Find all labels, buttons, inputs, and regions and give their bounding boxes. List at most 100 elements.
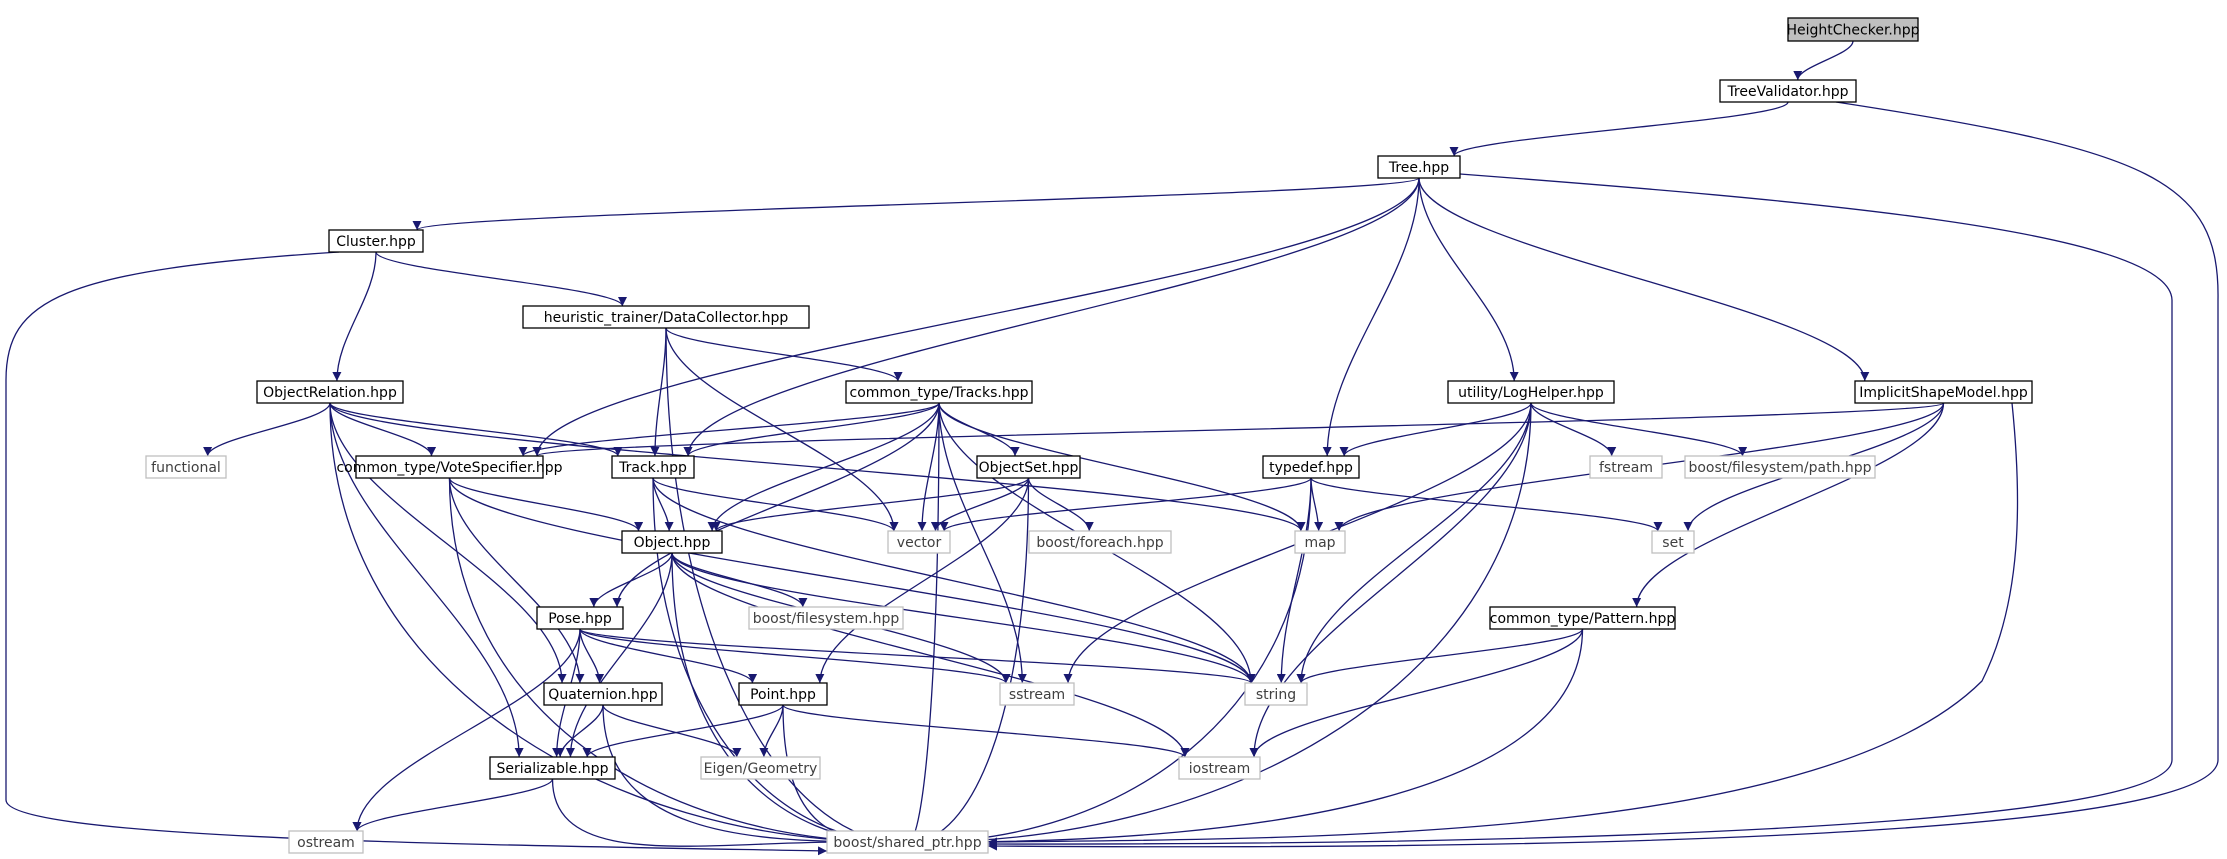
- edge-loghelper-to-boostpath: [1530, 402, 1748, 457]
- node-label-pose: Pose.hpp: [548, 611, 612, 627]
- node-label-loghelper: utility/LogHelper.hpp: [1458, 385, 1604, 401]
- node-serializable[interactable]: Serializable.hpp: [489, 756, 616, 780]
- node-sharedptr: boost/shared_ptr.hpp: [826, 830, 989, 854]
- node-box-typedef: [1262, 455, 1360, 479]
- node-votespecifier[interactable]: common_type/VoteSpecifier.hpp: [336, 455, 563, 479]
- node-label-fstream: fstream: [1599, 460, 1653, 476]
- node-typedef[interactable]: typedef.hpp: [1262, 455, 1360, 479]
- edge-point-to-iostream: [782, 704, 1190, 758]
- node-label-set: set: [1662, 535, 1684, 551]
- node-box-ostream: [288, 830, 364, 854]
- node-label-boostfs: boost/filesystem.hpp: [753, 611, 900, 627]
- node-point[interactable]: Point.hpp: [738, 682, 828, 706]
- node-label-tree: Tree.hpp: [1388, 160, 1449, 176]
- node-cluster[interactable]: Cluster.hpp: [328, 229, 424, 253]
- node-boostforeach: boost/foreach.hpp: [1028, 530, 1172, 554]
- node-box-boostpath: [1684, 455, 1876, 479]
- node-functional: functional: [145, 455, 227, 479]
- node-box-vector: [887, 530, 951, 554]
- node-label-tracks: common_type/Tracks.hpp: [850, 385, 1029, 401]
- node-objectset[interactable]: ObjectSet.hpp: [976, 455, 1081, 479]
- node-track[interactable]: Track.hpp: [611, 455, 695, 479]
- edge-loghelper-to-sharedptr: [923, 402, 1532, 847]
- edge-votespecifier-to-string: [448, 477, 1256, 684]
- node-box-pattern: [1489, 606, 1676, 630]
- edge-loghelper-to-iostream: [1249, 402, 1532, 758]
- edge-quaternion-to-serializable: [555, 704, 604, 758]
- edge-ism-to-sharedptr: [987, 402, 2019, 847]
- edge-tracks-to-vector: [917, 402, 940, 532]
- edge-tracks-to-votespecifier: [518, 402, 940, 457]
- edge-tracks-to-track: [683, 402, 940, 457]
- edge-datacollector-to-tracks: [665, 327, 903, 382]
- node-box-pose: [536, 606, 624, 630]
- node-pattern[interactable]: common_type/Pattern.hpp: [1489, 606, 1676, 630]
- node-box-datacollector: [522, 305, 810, 329]
- edge-track-to-vector: [652, 477, 899, 532]
- node-label-ostream: ostream: [297, 835, 355, 851]
- node-string: string: [1244, 682, 1308, 706]
- edge-serializable-to-ostream: [352, 778, 554, 832]
- node-label-typedef: typedef.hpp: [1269, 460, 1353, 476]
- edge-objectrelation-to-map: [329, 402, 1306, 532]
- edge-objectset-to-point: [815, 477, 1030, 684]
- node-boostfs: boost/filesystem.hpp: [748, 606, 904, 630]
- edge-typedef-to-set: [1310, 477, 1663, 532]
- node-label-objectrelation: ObjectRelation.hpp: [263, 385, 397, 401]
- node-set: set: [1651, 530, 1695, 554]
- edge-objectrelation-to-serializable: [329, 402, 524, 758]
- node-heightchecker[interactable]: HeightChecker.hpp: [1786, 17, 1920, 42]
- node-objectrelation[interactable]: ObjectRelation.hpp: [256, 380, 404, 404]
- node-sstream: sstream: [999, 682, 1075, 706]
- edge-heightchecker-to-treevalidator: [1793, 40, 1854, 81]
- node-label-point: Point.hpp: [750, 687, 816, 703]
- edge-point-to-serializable: [582, 704, 784, 758]
- node-object[interactable]: Object.hpp: [621, 530, 723, 554]
- node-fstream: fstream: [1589, 455, 1663, 479]
- node-tree[interactable]: Tree.hpp: [1377, 155, 1461, 179]
- node-box-sharedptr: [826, 830, 989, 854]
- edge-loghelper-to-fstream: [1530, 402, 1617, 457]
- node-label-string: string: [1256, 687, 1296, 703]
- edge-track-to-string: [652, 477, 1256, 684]
- edge-tree-to-typedef: [1322, 177, 1420, 457]
- edges-layer: [5, 40, 2219, 856]
- node-vector: vector: [887, 530, 951, 554]
- node-loghelper[interactable]: utility/LogHelper.hpp: [1447, 380, 1615, 404]
- edge-pattern-to-sharedptr: [942, 628, 1584, 847]
- edge-objectrelation-to-track: [329, 402, 623, 457]
- node-box-eigen: [700, 756, 821, 780]
- edge-objectrelation-to-functional: [203, 402, 331, 457]
- node-datacollector[interactable]: heuristic_trainer/DataCollector.hpp: [522, 305, 810, 329]
- edge-point-to-eigen: [759, 704, 784, 758]
- node-tracks[interactable]: common_type/Tracks.hpp: [845, 380, 1033, 404]
- edge-objectrelation-to-votespecifier: [329, 402, 437, 457]
- edge-tracks-to-object: [707, 402, 940, 532]
- edge-tracks-to-sharedptr: [908, 402, 940, 847]
- node-quaternion[interactable]: Quaternion.hpp: [543, 682, 663, 706]
- node-treevalidator[interactable]: TreeValidator.hpp: [1719, 79, 1857, 103]
- node-label-map: map: [1304, 535, 1335, 551]
- node-ostream: ostream: [288, 830, 364, 854]
- node-label-votespecifier: common_type/VoteSpecifier.hpp: [336, 460, 562, 476]
- edge-objectset-to-object: [711, 477, 1030, 532]
- node-ism[interactable]: ImplicitShapeModel.hpp: [1854, 380, 2033, 404]
- edge-ism-to-votespecifier: [533, 402, 1945, 457]
- edge-votespecifier-to-quaternion: [448, 477, 585, 684]
- edge-tree-to-loghelper: [1418, 177, 1519, 382]
- node-label-serializable: Serializable.hpp: [497, 761, 609, 777]
- node-box-sstream: [999, 682, 1075, 706]
- edge-object-to-iostream: [671, 552, 1190, 758]
- node-box-objectset: [976, 455, 1081, 479]
- edge-treevalidator-to-tree: [1449, 101, 1789, 157]
- edge-tree-to-ism: [1418, 177, 1870, 382]
- edge-ism-to-pattern: [1632, 402, 1945, 608]
- edge-tracks-to-map: [938, 402, 1306, 532]
- edge-loghelper-to-typedef: [1339, 402, 1532, 457]
- node-box-quaternion: [543, 682, 663, 706]
- edge-datacollector-to-track: [650, 327, 667, 457]
- edge-treevalidator-to-sharedptr: [987, 101, 2219, 851]
- edge-object-to-pose: [589, 552, 673, 608]
- node-pose[interactable]: Pose.hpp: [536, 606, 624, 630]
- edge-objectrelation-to-quaternion: [329, 402, 567, 684]
